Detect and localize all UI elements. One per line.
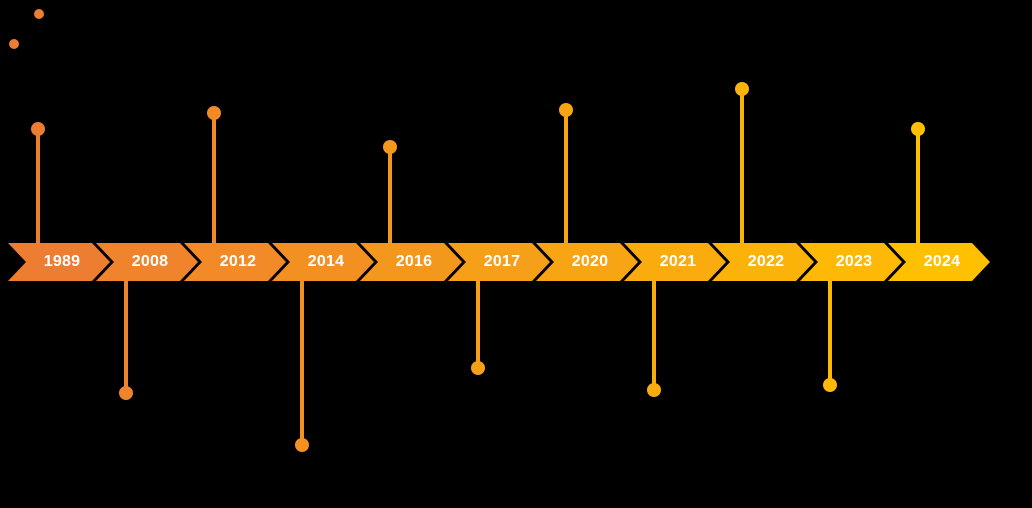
year-label: 2012: [219, 253, 257, 270]
milestone-dot: [647, 383, 661, 397]
timeline-item: 2017: [448, 0, 550, 508]
milestone-dot: [911, 122, 925, 136]
year-chevron: 2021: [624, 243, 726, 281]
timeline-item: 2021: [624, 0, 726, 508]
year-chevron: 2016: [360, 243, 462, 281]
milestone-dot: [559, 103, 573, 117]
decor-dot-1: [34, 9, 44, 19]
timeline-item: 2014: [272, 0, 374, 508]
year-label: 2021: [659, 253, 697, 270]
milestone-stem: [124, 281, 128, 393]
milestone-stem: [828, 281, 832, 385]
timeline-item: 2024: [888, 0, 990, 508]
milestone-dot: [207, 106, 221, 120]
timeline-item: 2020: [536, 0, 638, 508]
year-label: 2024: [923, 253, 961, 270]
milestone-dot: [823, 378, 837, 392]
milestone-stem: [476, 281, 480, 368]
year-chevron: 2008: [96, 243, 198, 281]
milestone-dot: [735, 82, 749, 96]
milestone-stem: [36, 129, 40, 243]
timeline-item: 2022: [712, 0, 814, 508]
year-chevron: 1989: [8, 243, 110, 281]
timeline-item: 1989: [8, 0, 110, 508]
year-label: 2020: [571, 253, 609, 270]
milestone-stem: [212, 113, 216, 243]
milestone-dot: [295, 438, 309, 452]
year-label: 2017: [483, 253, 521, 270]
milestone-stem: [652, 281, 656, 390]
year-label: 2008: [131, 253, 169, 270]
milestone-dot: [383, 140, 397, 154]
year-chevron: 2017: [448, 243, 550, 281]
timeline-item: 2012: [184, 0, 286, 508]
year-chevron: 2014: [272, 243, 374, 281]
milestone-dot: [119, 386, 133, 400]
year-label: 2016: [395, 253, 433, 270]
timeline-item: 2008: [96, 0, 198, 508]
year-chevron: 2022: [712, 243, 814, 281]
milestone-stem: [300, 281, 304, 445]
year-label: 1989: [43, 253, 81, 270]
milestone-stem: [564, 110, 568, 243]
year-chevron: 2012: [184, 243, 286, 281]
year-chevron: 2023: [800, 243, 902, 281]
year-label: 2014: [307, 253, 345, 270]
year-chevron: 2020: [536, 243, 638, 281]
year-chevron: 2024: [888, 243, 990, 281]
decor-dot-2: [9, 39, 19, 49]
milestone-stem: [388, 147, 392, 243]
year-label: 2022: [747, 253, 785, 270]
milestone-dot: [471, 361, 485, 375]
timeline-item: 2016: [360, 0, 462, 508]
milestone-stem: [740, 89, 744, 243]
year-label: 2023: [835, 253, 873, 270]
milestone-dot: [31, 122, 45, 136]
timeline-item: 2023: [800, 0, 902, 508]
milestone-stem: [916, 129, 920, 243]
